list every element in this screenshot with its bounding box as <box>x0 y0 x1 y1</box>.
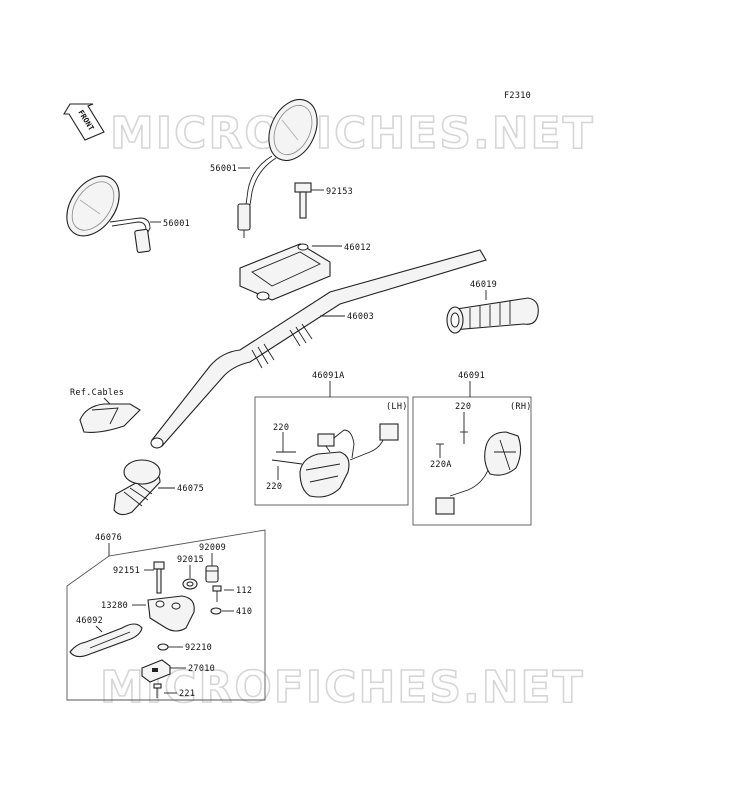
switch-rh-46091 <box>435 431 522 515</box>
screw-112 <box>212 585 222 602</box>
label-220-lh-a: 220 <box>273 423 289 433</box>
front-arrow-icon: FRONT <box>63 103 105 141</box>
label-220-rh: 220 <box>455 402 471 412</box>
bolt-92151 <box>153 561 165 594</box>
label-46076: 46076 <box>95 533 122 543</box>
label-220-lh-b: 220 <box>266 482 282 492</box>
label-lh: (LH) <box>386 402 408 412</box>
label-46092: 46092 <box>76 616 103 626</box>
watermark-bottom: MICROFICHES.NET <box>100 662 585 713</box>
lever-holder-13280 <box>147 595 195 632</box>
label-46019: 46019 <box>470 280 497 290</box>
label-92015: 92015 <box>177 555 204 565</box>
switch-lh-46091A <box>299 423 399 498</box>
label-27010: 27010 <box>188 664 215 674</box>
label-46003: 46003 <box>347 312 374 322</box>
label-92153: 92153 <box>326 187 353 197</box>
nut-92015 <box>182 578 198 590</box>
label-46075: 46075 <box>177 484 204 494</box>
screw-220-lh <box>271 451 303 465</box>
box-switch-rh <box>412 396 532 526</box>
label-46091A: 46091A <box>312 371 345 381</box>
box-switch-lh <box>254 396 409 506</box>
label-13280: 13280 <box>101 601 128 611</box>
label-56001-left: 56001 <box>163 219 190 229</box>
watermark-top: MICROFICHES.NET <box>110 108 595 159</box>
figure-code: F2310 <box>504 91 531 101</box>
label-92210: 92210 <box>185 643 212 653</box>
washer-92210 <box>157 643 169 651</box>
clutch-lever-46092 <box>69 623 143 658</box>
label-92151: 92151 <box>113 566 140 576</box>
mirror-right <box>237 98 318 238</box>
mirror-left <box>66 175 151 254</box>
label-rh: (RH) <box>510 402 532 412</box>
label-220A: 220A <box>430 460 452 470</box>
label-ref-cables: Ref.Cables <box>70 388 124 398</box>
label-112: 112 <box>236 586 252 596</box>
washer-410 <box>210 607 222 615</box>
handlebar-46003 <box>150 249 487 449</box>
label-46012: 46012 <box>344 243 371 253</box>
handlebar-holder-46012 <box>239 243 331 301</box>
pin-92009 <box>205 565 219 583</box>
box-lever-assembly <box>66 529 266 701</box>
cable-end-part <box>79 403 141 433</box>
switch-27010 <box>141 659 171 683</box>
label-56001-top: 56001 <box>210 164 237 174</box>
label-410: 410 <box>236 607 252 617</box>
grip-right-46019 <box>446 297 539 334</box>
grip-left-46075 <box>113 459 161 516</box>
bolt-92153 <box>294 182 312 219</box>
screw-221 <box>153 683 162 698</box>
label-92009: 92009 <box>199 543 226 553</box>
label-221: 221 <box>179 689 195 699</box>
label-46091: 46091 <box>458 371 485 381</box>
